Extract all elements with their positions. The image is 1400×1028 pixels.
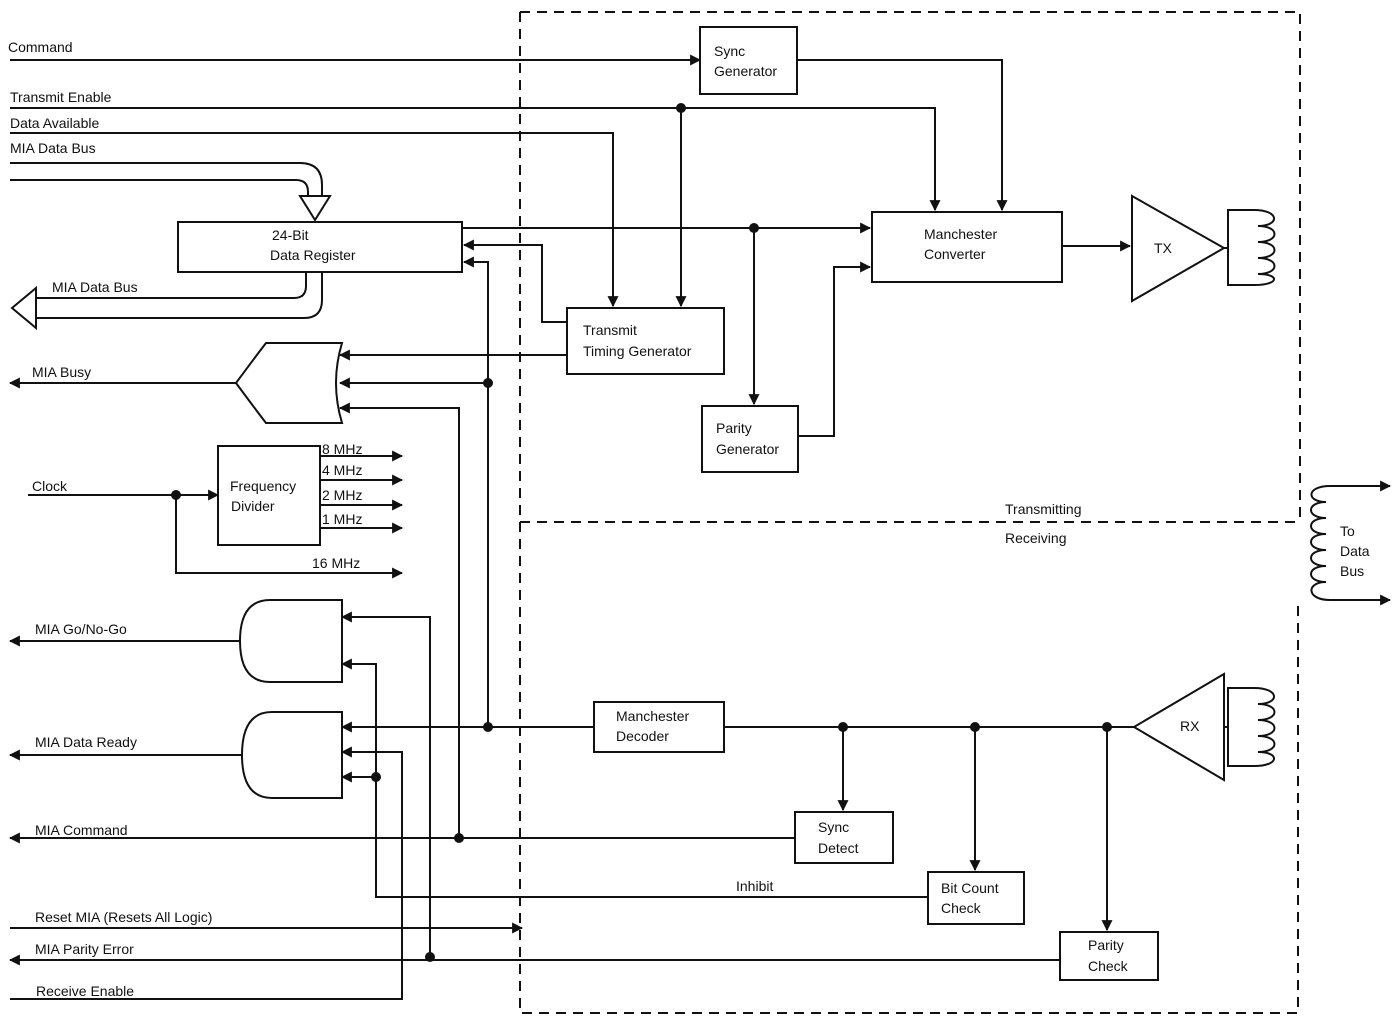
go-no-go-and-gate <box>238 599 343 683</box>
receive-enable-wire <box>10 746 403 1000</box>
receive-enable-input-label: Receive Enable <box>36 983 134 999</box>
rx-label: RX <box>1180 718 1200 734</box>
rx-amplifier <box>1132 672 1225 782</box>
tx-coil-wire <box>1224 209 1254 286</box>
parity-check-title: Parity <box>1088 937 1124 953</box>
parity-generator-subtitle: Generator <box>716 441 779 457</box>
inhibit-label: Inhibit <box>736 878 773 894</box>
parity-generator-title: Parity <box>716 420 752 436</box>
rx-coil-wire <box>1224 687 1254 767</box>
sync-generator-to-manchester-converter-wire <box>797 59 1008 212</box>
sync-generator-subtitle: Generator <box>714 63 777 79</box>
mia-go-no-go-output-label: MIA Go/No-Go <box>35 621 127 637</box>
mia-data-bus-input-trace-inner <box>10 179 309 196</box>
junction-dot <box>483 378 493 388</box>
reset-mia-input-label: Reset MIA (Resets All Logic) <box>35 909 212 925</box>
manchester-converter-subtitle: Converter <box>924 246 986 262</box>
freq-1mhz-label: 1 MHz <box>322 511 362 527</box>
transmitting-section-label: Transmitting <box>1005 501 1082 517</box>
data-bus-coil <box>1310 485 1331 601</box>
sync-detect-title: Sync <box>818 819 849 835</box>
freq-8mhz-label: 8 MHz <box>322 441 362 457</box>
parity-generator-to-manchester-converter-wire <box>798 261 872 437</box>
mia-data-bus-output-arrow <box>10 285 37 331</box>
bit-count-check-title: Bit Count <box>941 880 999 896</box>
command-input-label: Command <box>8 39 73 55</box>
transmit-timing-generator-subtitle: Timing Generator <box>583 343 692 359</box>
sync-generator-title: Sync <box>714 43 745 59</box>
receiving-section-label: Receiving <box>1005 530 1066 546</box>
mia-data-bus-input-arrow <box>298 195 332 222</box>
junction-dot <box>676 103 686 113</box>
freq-16mhz-label: 16 MHz <box>312 555 360 571</box>
tx-coil <box>1253 209 1276 286</box>
data-available-to-timing-generator-wire <box>10 132 619 308</box>
parity-generator-block <box>701 405 799 473</box>
mia-busy-or-gate <box>234 342 344 424</box>
junction-dot <box>454 833 464 843</box>
frequency-divider-subtitle: Divider <box>231 498 275 514</box>
bit-count-check-subtitle: Check <box>941 900 982 916</box>
mia-data-bus-output-label: MIA Data Bus <box>52 279 138 295</box>
sync-generator-block <box>699 26 798 95</box>
manchester-decoder-subtitle: Decoder <box>616 728 669 744</box>
mia-data-bus-input-label: MIA Data Bus <box>10 140 96 156</box>
manchester-converter-title: Manchester <box>924 226 997 242</box>
mia-data-bus-output-trace-outer <box>36 272 323 319</box>
to-data-bus-label-line3: Bus <box>1340 563 1364 579</box>
parity-error-to-go-no-go-gate-wire <box>340 611 431 957</box>
frequency-divider-block <box>217 445 321 546</box>
data-register-title: 24-Bit <box>272 227 309 243</box>
to-data-bus-label-line2: Data <box>1340 543 1370 559</box>
clock-16mhz-wire <box>175 495 404 579</box>
parity-check-block <box>1059 931 1159 981</box>
junction-dot <box>483 722 493 732</box>
manchester-converter-block <box>871 211 1063 283</box>
clock-input-label: Clock <box>32 478 68 494</box>
sync-detect-block <box>794 811 894 864</box>
data-register-subtitle: Data Register <box>270 247 356 263</box>
bit-count-check-block <box>927 871 1025 925</box>
data-available-input-label: Data Available <box>10 115 99 131</box>
freq-2mhz-label: 2 MHz <box>322 487 362 503</box>
mia-data-bus-output-trace-inner <box>36 272 307 299</box>
inhibit-wire <box>340 771 928 898</box>
tx-label: TX <box>1154 240 1173 256</box>
rx-coil <box>1253 687 1276 767</box>
parity-check-subtitle: Check <box>1088 958 1129 974</box>
data-register-block <box>177 221 463 273</box>
tx-amplifier <box>1131 194 1227 303</box>
data-ready-and-gate <box>240 711 343 799</box>
transmit-enable-to-manchester-converter-wire <box>10 107 941 212</box>
sync-detect-subtitle: Detect <box>818 840 859 856</box>
timing-generator-to-data-register-wire <box>462 239 567 323</box>
transmit-timing-generator-block <box>566 307 725 375</box>
manchester-decoder-title: Manchester <box>616 708 689 724</box>
transmit-enable-input-label: Transmit Enable <box>10 89 112 105</box>
transmit-section-boundary <box>519 11 1301 1014</box>
freq-4mhz-label: 4 MHz <box>322 462 362 478</box>
mia-parity-error-output-label: MIA Parity Error <box>35 941 134 957</box>
mia-data-ready-output-label: MIA Data Ready <box>35 734 137 750</box>
received-data-to-data-register-wire <box>462 256 489 727</box>
manchester-decoder-block <box>593 701 725 753</box>
mia-busy-output-label: MIA Busy <box>32 364 91 380</box>
mia-command-output-label: MIA Command <box>35 822 128 838</box>
inhibit-to-go-no-go-gate-wire <box>340 658 377 777</box>
mia-data-bus-input-trace-outer <box>10 162 323 196</box>
frequency-divider-title: Frequency <box>230 478 296 494</box>
transmit-timing-generator-title: Transmit <box>583 322 637 338</box>
to-data-bus-label-line1: To <box>1340 523 1355 539</box>
sync-detect-to-or-gate-wire <box>338 402 460 838</box>
